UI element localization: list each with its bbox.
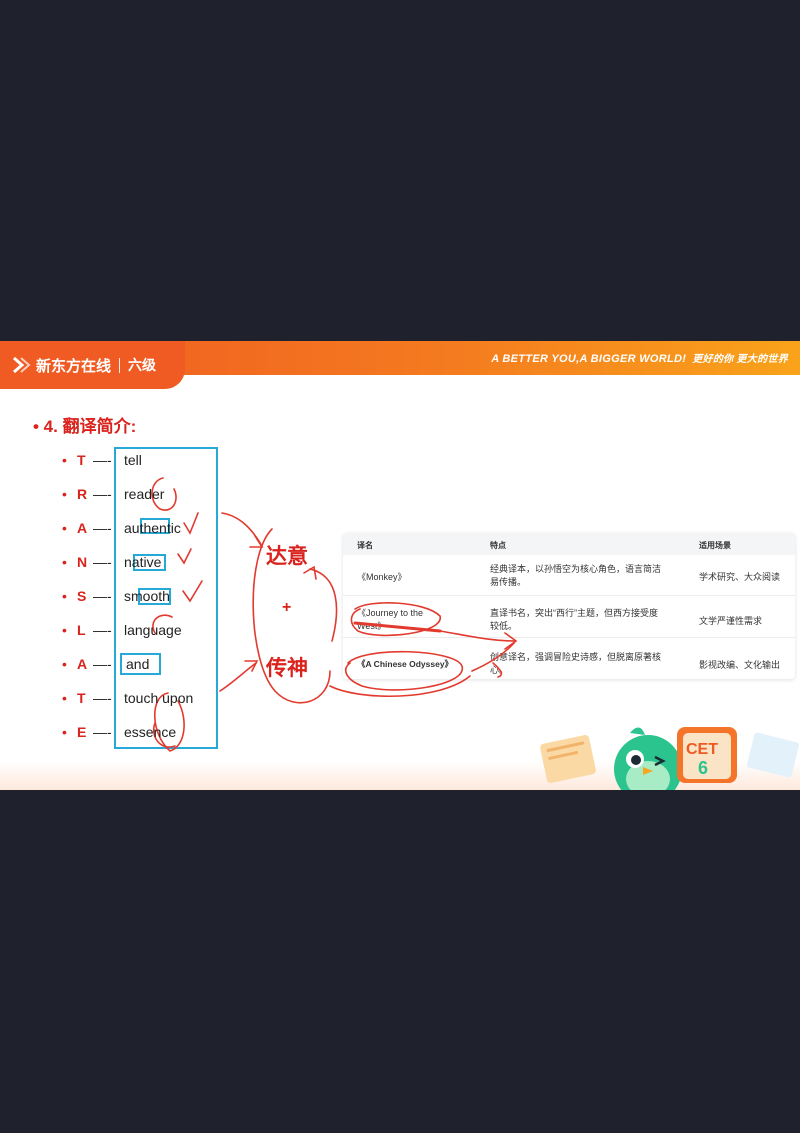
row2-name-1: 《Journey to the xyxy=(357,608,424,618)
list-bullet: • xyxy=(62,452,67,468)
arrow-bottom xyxy=(219,662,257,692)
acrostic-word: native xyxy=(124,554,162,570)
highlight-box-and xyxy=(120,653,161,675)
arrow-top-head xyxy=(249,535,264,548)
row3-feature-1: 创意译名，强调冒险史诗感，但脱离原著核 xyxy=(490,652,662,662)
acrostic-letter: L xyxy=(77,622,86,638)
level-label: 六级 xyxy=(128,357,157,373)
acrostic-letter: A xyxy=(77,656,88,672)
acrostic-dash: —- xyxy=(93,452,112,468)
row2-scene: 文学严谨性需求 xyxy=(699,616,763,626)
acrostic-letter: R xyxy=(77,486,88,502)
brand-mark-icon xyxy=(13,356,31,374)
cet-mascot-decoration: CET 6 xyxy=(540,727,800,790)
row2-feature-2: 较低。 xyxy=(490,621,518,631)
acrostic-dash: —- xyxy=(93,520,112,536)
slogan: A BETTER YOU,A BIGGER WORLD! 更好的你 更大的世界 xyxy=(491,350,788,365)
list-bullet: • xyxy=(62,588,67,604)
list-bullet: • xyxy=(62,656,67,672)
acrostic-dash: —- xyxy=(93,622,112,638)
acrostic-word: tell xyxy=(124,452,142,468)
acrostic-word: smooth xyxy=(124,588,170,604)
arrow-bottom-head xyxy=(244,660,259,672)
list-bullet: • xyxy=(62,554,67,570)
acrostic-letter: A xyxy=(77,520,88,536)
list-bullet: • xyxy=(62,690,67,706)
header-feature: 特点 xyxy=(490,541,506,550)
acrostic-word: reader xyxy=(124,486,165,502)
annotation-plus: + xyxy=(282,599,292,616)
arrow-top xyxy=(221,512,263,547)
underline-odyssey xyxy=(329,675,471,698)
slide: 新东方在线 六级 A BETTER YOU,A BIGGER WORLD! 更好的… xyxy=(0,341,800,790)
acrostic-word: essence xyxy=(124,724,177,740)
acrostic-word: authentic xyxy=(124,520,181,536)
section-heading: • 4. 翻译简介: xyxy=(33,417,137,436)
row3-scene: 影视改编、文化输出 xyxy=(699,660,781,670)
row-divider xyxy=(343,637,795,638)
acrostic-dash: —- xyxy=(93,690,112,706)
list-bullet: • xyxy=(62,724,67,740)
row1-name: 《Monkey》 xyxy=(357,572,407,582)
slogan-cn: 更好的你 更大的世界 xyxy=(692,354,788,365)
highlight-box-smooth xyxy=(138,588,171,605)
acrostic-letter: T xyxy=(77,452,86,468)
acrostic-letter: E xyxy=(77,724,87,740)
highlight-box-authentic xyxy=(140,518,170,534)
header-name: 译名 xyxy=(357,541,373,550)
list-bullet: • xyxy=(62,486,67,502)
acrostic-dash: —- xyxy=(93,486,112,502)
acrostic-dash: —- xyxy=(93,554,112,570)
list-bullet: • xyxy=(62,520,67,536)
row3-name: 《A Chinese Odyssey》 xyxy=(357,659,454,669)
row2-name-2: West》 xyxy=(357,621,387,631)
slogan-en: A BETTER YOU,A BIGGER WORLD! xyxy=(491,353,687,365)
acrostic-word: language xyxy=(124,622,182,638)
header-scene: 适用场景 xyxy=(699,541,731,550)
annotation-bottom: 传神 xyxy=(266,657,308,680)
acrostic-letter: S xyxy=(77,588,87,604)
row1-scene: 学术研究、大众阅读 xyxy=(699,572,781,582)
acrostic-dash: —- xyxy=(93,656,112,672)
annotation-top: 达意 xyxy=(266,545,308,568)
acrostic-letter: N xyxy=(77,554,88,570)
brand-name: 新东方在线 xyxy=(36,357,112,375)
bracket-right xyxy=(309,568,338,642)
acrostic-word: and xyxy=(126,656,150,672)
acrostic-dash: —- xyxy=(93,588,112,604)
brand-tab xyxy=(0,341,185,389)
row2-feature-1: 直译书名，突出“西行”主题，但西方接受度 xyxy=(490,608,658,618)
cet-number: 6 xyxy=(698,758,708,778)
brand-logo: 新东方在线 六级 xyxy=(12,351,156,379)
row-divider xyxy=(343,595,795,596)
brand-divider xyxy=(119,357,121,373)
cet-label: CET xyxy=(686,741,718,758)
table-header xyxy=(343,533,795,555)
list-bullet: • xyxy=(62,622,67,638)
row1-feature-2: 易传播。 xyxy=(490,577,527,587)
highlight-box-native xyxy=(133,554,166,571)
row1-feature-1: 经典译本，以孙悟空为核心角色，语言简洁 xyxy=(490,564,662,574)
acrostic-letter: T xyxy=(77,690,86,706)
row3-feature-2: 心。 xyxy=(490,665,509,675)
acrostic-dash: —- xyxy=(93,724,112,740)
acrostic-word: touch upon xyxy=(124,690,194,706)
translation-table: 译名 特点 适用场景 《Monkey》 经典译本，以孙悟空为核心角色，语言简洁 … xyxy=(343,533,795,679)
